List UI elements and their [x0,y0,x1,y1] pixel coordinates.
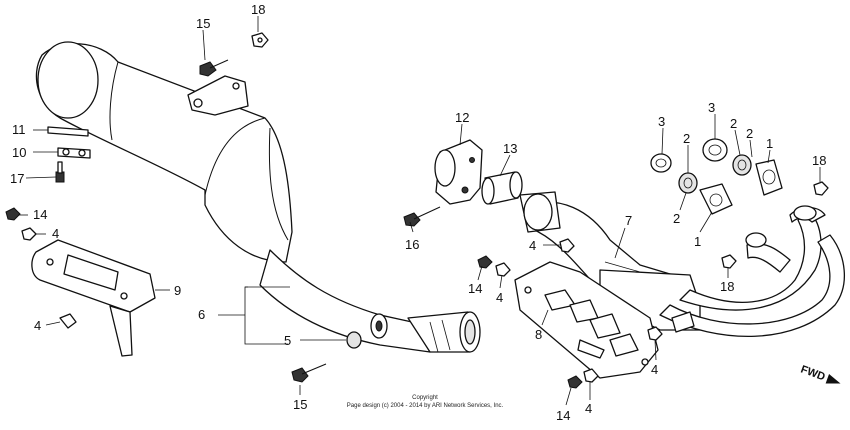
right-small-parts [477,138,829,389]
callout-2-upper-left: 2 [683,131,690,146]
callout-16: 16 [405,237,419,252]
callout-10: 10 [12,145,26,160]
right-heat-shield [514,261,659,379]
callout-18-mid: 18 [720,279,734,294]
copyright-line-2: Page design (c) 2004 - 2014 by ARI Netwo… [347,403,504,409]
callout-17: 17 [10,171,24,186]
callout-1-left: 1 [694,234,701,249]
callout-6: 6 [198,307,205,322]
callout-15-bottom: 15 [293,397,307,412]
copyright-line-1: Copyright [412,395,438,401]
callout-4-left-bottom: 4 [34,318,41,333]
callout-18-right: 18 [812,153,826,168]
leader-lines [18,16,821,406]
callout-4-left-top: 4 [52,226,59,241]
callout-9: 9 [174,283,181,298]
callout-4-right: 4 [651,362,658,377]
fwd-label: FWD [799,364,827,384]
callout-14-bottom: 14 [556,408,570,423]
left-small-parts [5,32,362,383]
left-heat-shield [31,239,156,357]
callout-2-upper-right: 2 [746,126,753,141]
callout-15-top: 15 [196,16,210,31]
left-exhaust-pipe [259,249,481,353]
callout-2-upper-mid: 2 [730,116,737,131]
joint-parts [403,139,523,227]
callout-14-left: 14 [33,207,47,222]
callout-4-mid: 4 [529,238,536,253]
callout-13: 13 [503,141,517,156]
callout-numbers: 15 18 11 10 17 14 4 9 4 6 5 15 12 13 16 … [10,2,826,423]
fwd-indicator: FWD [799,364,841,384]
fwd-arrow-icon [825,374,841,384]
callout-2-lower-left: 2 [673,211,680,226]
right-exhaust-assembly [519,191,846,338]
callout-7: 7 [625,213,632,228]
callout-8: 8 [535,327,542,342]
copyright-notice: Copyright Page design (c) 2004 - 2014 by… [347,395,504,409]
callout-11: 11 [12,122,26,137]
callout-14-mid: 14 [468,281,482,296]
left-muffler [35,41,293,263]
callout-3-right: 3 [708,100,715,115]
callout-1-right: 1 [766,136,773,151]
callout-3-left: 3 [658,114,665,129]
callout-18-top: 18 [251,2,265,17]
callout-5: 5 [284,333,291,348]
callout-12: 12 [455,110,469,125]
callout-4-bottom: 4 [585,401,592,416]
callout-4-mid-low: 4 [496,290,503,305]
